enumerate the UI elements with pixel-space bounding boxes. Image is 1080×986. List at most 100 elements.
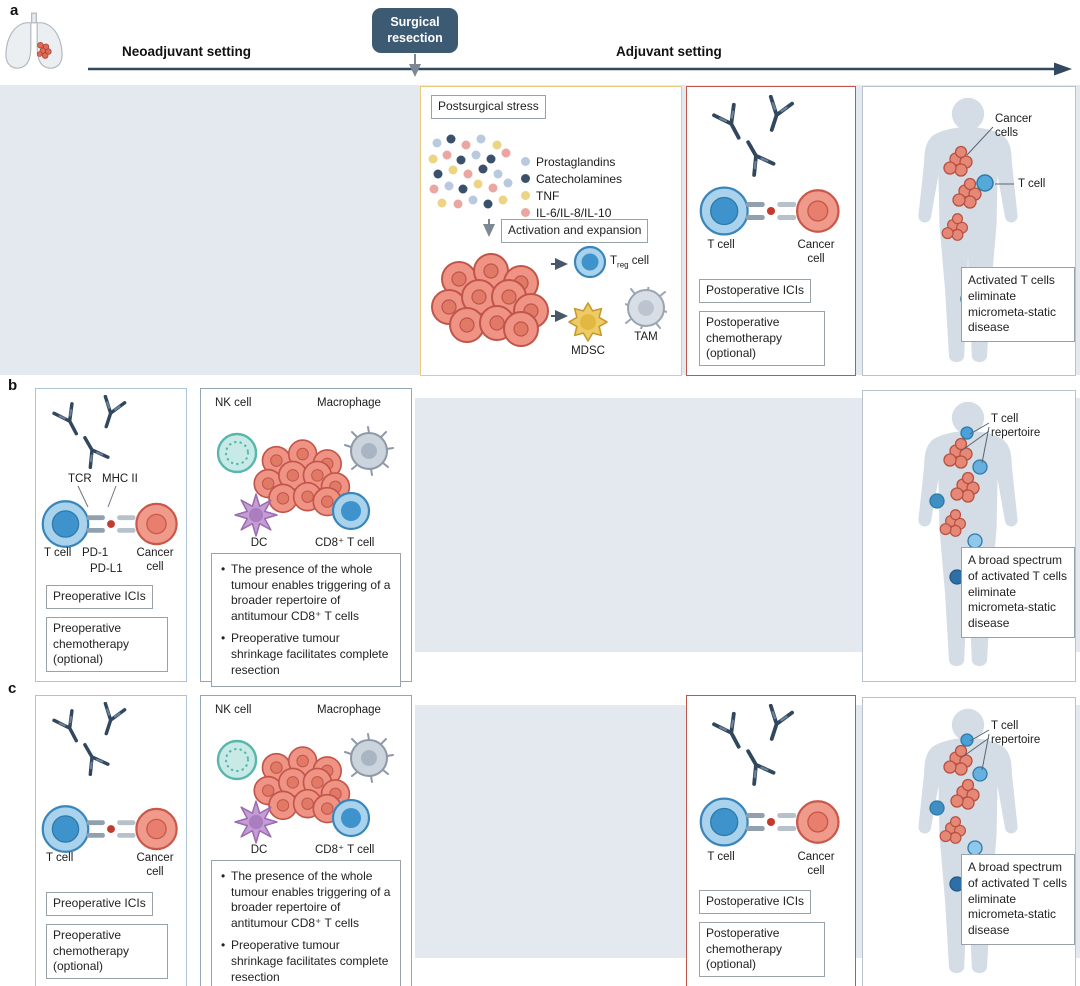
t-cell-label: T cell — [707, 239, 735, 251]
bullet-shrinkage: Preoperative tumour shrinkage facilitate… — [220, 631, 392, 678]
dendritic-cell-icon — [234, 800, 278, 844]
nk-cell-label: NK cell — [215, 704, 252, 716]
postoperative-chemo-box: Postoperative chemotherapy (optional) — [699, 922, 825, 977]
preoperative-icis-box: Preoperative ICIs — [46, 585, 153, 609]
cancer-cell-cluster-icon — [941, 213, 968, 241]
prostaglandins-dot-icon — [521, 157, 530, 166]
surgical-resection-badge: Surgical resection — [372, 8, 458, 53]
preoperative-chemo-box: Preoperative chemotherapy (optional) — [46, 617, 168, 672]
postoperative-ici-panel-c: T cell Cancer cell Postoperative ICIs Po… — [686, 695, 856, 986]
postoperative-ici-panel-a: T cell Cancer cell Postoperative ICIs Po… — [686, 86, 856, 376]
arrow-to-mdsc-icon — [551, 310, 568, 322]
t-cell-repertoire-label: T cell repertoire — [991, 413, 1041, 439]
t-cell-dot-icon — [960, 733, 974, 747]
nk-cell-icon — [216, 432, 258, 474]
legend-label: IL-6/IL-8/IL-10 — [536, 205, 612, 220]
stress-factor-legend: Prostaglandins Catecholamines TNF IL-6/I… — [521, 153, 622, 221]
preoperative-icis-box: Preoperative ICIs — [46, 892, 153, 916]
dendritic-cell-icon — [234, 493, 278, 537]
postsurgical-stress-panel: Postsurgical stress Prostaglandins Catec… — [420, 86, 682, 376]
postoperative-chemo-box: Postoperative chemotherapy (optional) — [699, 311, 825, 366]
macrophage-icon — [344, 426, 394, 476]
bullet-whole-tumour: The presence of the whole tumour enables… — [220, 562, 392, 624]
preoperative-chemo-box: Preoperative chemotherapy (optional) — [46, 924, 168, 979]
cancer-cell-cluster-icon — [939, 816, 966, 844]
cancer-cell-label: Cancer cell — [136, 852, 174, 878]
macrophage-icon — [344, 733, 394, 783]
antibodies-icon — [701, 95, 811, 179]
pdl1-label: PD-L1 — [90, 563, 123, 575]
t-cell-dot-icon — [960, 426, 974, 440]
tam-label: TAM — [634, 331, 658, 343]
t-cell-label: T cell — [46, 852, 74, 864]
cytokine-dots-icon — [428, 134, 513, 209]
arrow-to-treg-icon — [551, 258, 568, 270]
timeline-arrow — [88, 54, 1072, 77]
cancer-cells-label: Cancer cells — [995, 113, 1033, 139]
legend-item: IL-6/IL-8/IL-10 — [521, 204, 622, 221]
bullet-whole-tumour: The presence of the whole tumour enables… — [220, 869, 392, 931]
panel-a-letter: a — [10, 2, 19, 19]
adjuvant-setting-label: Adjuvant setting — [616, 44, 722, 59]
t-cell-label: T cell — [44, 547, 72, 559]
panel-b-letter: b — [8, 377, 18, 394]
preoperative-ici-panel-c: T cell Cancer cell Preoperative ICIs Pre… — [35, 695, 187, 986]
tumour-panel-c: NK cell Macrophage DC CD8⁺ T cell The pr… — [200, 695, 412, 986]
tnf-dot-icon — [521, 191, 530, 200]
repertoire-overlay — [929, 729, 990, 923]
legend-label: TNF — [536, 188, 560, 203]
postsurgical-stress-title: Postsurgical stress — [431, 95, 546, 119]
tcell-cancer-cell-synapse-icon — [699, 175, 843, 247]
outcome-caption-a: Activated T cells eliminate micrometa-st… — [961, 267, 1075, 343]
neoadjuvant-setting-label: Neoadjuvant setting — [122, 44, 252, 59]
t-cell-label: T cell — [707, 851, 735, 863]
t-cell-dot-icon — [967, 533, 983, 549]
cd8-t-cell-label: CD8⁺ T cell — [315, 537, 375, 549]
receptor-pointer-lines — [77, 485, 117, 508]
bullet-shrinkage: Preoperative tumour shrinkage facilitate… — [220, 938, 392, 985]
mdsc-cell-icon — [568, 302, 608, 342]
cancer-cell-cluster-icon — [943, 437, 973, 469]
cancer-cell-label: Cancer cell — [136, 547, 174, 573]
tcr-label: TCR — [68, 473, 92, 485]
activation-expansion-box: Activation and expansion — [501, 219, 649, 243]
cd8-t-cell-icon — [331, 798, 371, 838]
t-cell-repertoire-label: T cell repertoire — [991, 720, 1041, 746]
cancer-cell-label: Cancer cell — [797, 851, 835, 877]
down-arrow-icon — [483, 219, 495, 237]
tumour-microenvironment-icon — [216, 733, 394, 844]
t-cell-dot-icon — [976, 174, 994, 192]
dc-label: DC — [250, 537, 268, 549]
t-cell-dot-icon — [929, 493, 945, 509]
tcell-cancer-cell-synapse-icon — [699, 786, 843, 858]
pd1-label: PD-1 — [82, 547, 109, 559]
t-cell-dot-icon — [929, 800, 945, 816]
nk-cell-label: NK cell — [215, 397, 252, 409]
legend-item: Prostaglandins — [521, 153, 622, 170]
macrophage-label: Macrophage — [317, 704, 381, 716]
cancer-cell-cluster-icon — [943, 145, 973, 177]
t-cell-label: T cell — [1018, 178, 1046, 190]
outcome-panel-b: T cell repertoire A broad spectrum of ac… — [862, 390, 1076, 682]
tumour-panel-bullets: The presence of the whole tumour enables… — [211, 860, 401, 986]
outcome-panel-a: Cancer cells T cell Activated T cells el… — [862, 86, 1076, 376]
tam-cell-icon — [625, 287, 667, 329]
postoperative-icis-box: Postoperative ICIs — [699, 279, 812, 303]
antibodies-icon — [701, 704, 811, 788]
lung-with-tumour-icon — [5, 12, 63, 69]
tumour-cell-cluster-icon — [427, 245, 551, 353]
tumour-panel-b: NK cell Macrophage DC CD8⁺ T cell The pr… — [200, 388, 412, 688]
outcome-caption-c: A broad spectrum of activated T cells el… — [961, 854, 1075, 946]
t-cell-dot-icon — [972, 459, 988, 475]
mdsc-label: MDSC — [571, 345, 605, 357]
treg-cell-icon — [573, 245, 607, 279]
outcome-panel-c: T cell repertoire A broad spectrum of ac… — [862, 697, 1076, 986]
preoperative-ici-panel-b: TCR MHC II T cell PD-1 Cancer cell PD-L1… — [35, 388, 187, 682]
cancer-cell-label: Cancer cell — [797, 239, 835, 265]
panel-c-letter: c — [8, 680, 17, 697]
cancer-cell-cluster-icon — [950, 471, 980, 503]
cancer-cell-cluster-icon — [950, 778, 980, 810]
dc-label: DC — [250, 844, 268, 856]
t-cell-dot-icon — [967, 840, 983, 856]
